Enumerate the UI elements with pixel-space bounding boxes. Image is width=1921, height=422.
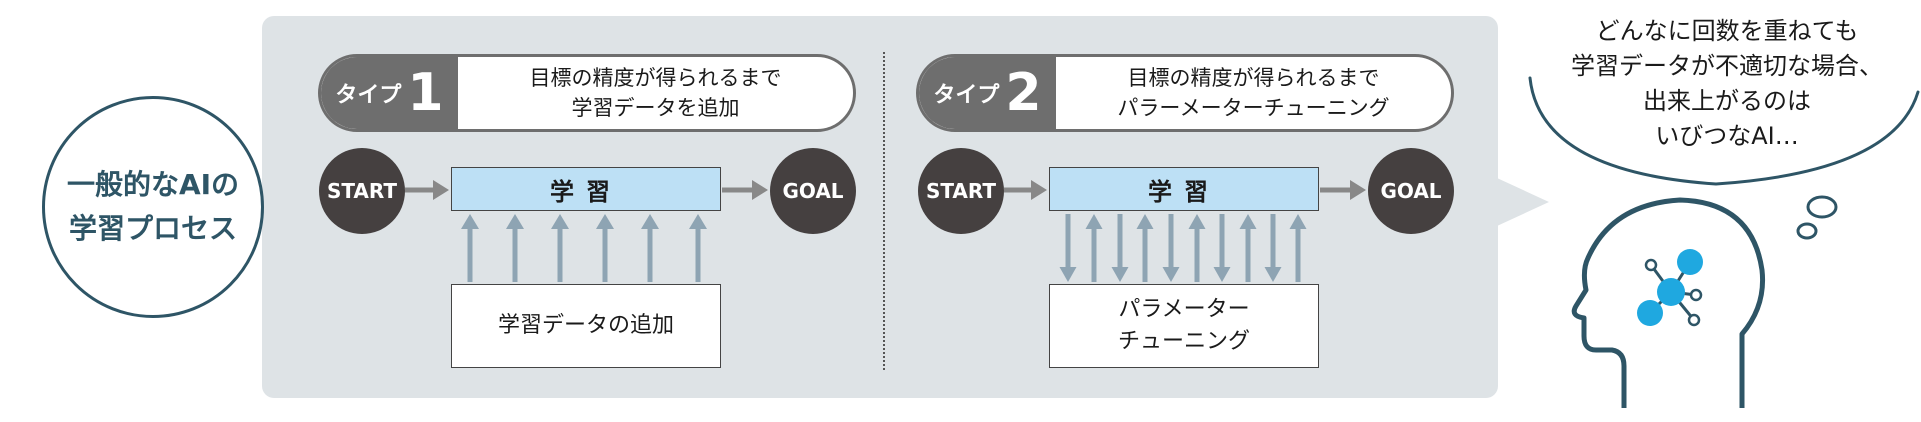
type2-description: 目標の精度が得られるまで パラーメーターチューニング: [1056, 57, 1451, 129]
type1-start-node: START: [319, 148, 405, 234]
type-divider: [883, 52, 885, 370]
type2-up-arrow-4: [1239, 214, 1257, 282]
thought-dot-small: [1796, 222, 1818, 240]
type2-up-arrow-2: [1136, 214, 1154, 282]
type2-learn-label: 学習: [1148, 177, 1220, 206]
thought-line1: どんなに回数を重ねても: [1595, 17, 1859, 45]
type2-tag-number: 2: [1005, 63, 1042, 123]
type2-tag-label: タイプ: [933, 83, 1000, 108]
thought-bubble-graphic: [1528, 76, 1920, 408]
type1-goal-node: GOAL: [770, 148, 856, 234]
type1-goal-arrow: [722, 180, 768, 200]
type1-goal-label: GOAL: [782, 179, 844, 203]
type2-down-arrow-4: [1213, 214, 1231, 282]
type2-down-arrow-3: [1162, 214, 1180, 282]
type2-goal-node: GOAL: [1368, 148, 1454, 234]
type2-source-line2: チューニング: [1117, 329, 1250, 354]
type1-up-arrow-3: [551, 214, 569, 282]
neural-network-icon: [1637, 249, 1703, 327]
type2-goal-label: GOAL: [1380, 179, 1442, 203]
type2-goal-arrow: [1320, 180, 1366, 200]
process-label-line2: 学習プロセス: [68, 212, 237, 245]
thought-line4: いびつなAI…: [1655, 122, 1799, 150]
type2-start-node: START: [918, 148, 1004, 234]
type1-up-arrow-2: [506, 214, 524, 282]
type2-tag: タイプ 2: [919, 57, 1056, 129]
thought-bubble-text: どんなに回数を重ねても 学習データが不適切な場合、 出来上がるのは いびつなAI…: [1546, 14, 1908, 154]
type2-up-arrow-5: [1289, 214, 1307, 282]
type1-description-line1: 目標の精度が得られるまで: [529, 66, 782, 90]
process-label-circle: 一般的なAIの 学習プロセス: [42, 96, 264, 318]
type1-learn-box: 学習: [451, 167, 721, 211]
type1-up-arrow-1: [461, 214, 479, 282]
type2-down-arrow-2: [1111, 214, 1129, 282]
type2-source-line1: パラメーター: [1118, 297, 1250, 322]
type2-description-line1: 目標の精度が得られるまで: [1127, 66, 1380, 90]
type1-learn-label: 学習: [550, 177, 622, 206]
type1-start-arrow: [405, 180, 449, 200]
type1-up-arrow-5: [641, 214, 659, 282]
type2-header: タイプ 2 目標の精度が得られるまで パラーメーターチューニング: [916, 54, 1454, 132]
type2-down-arrow-5: [1264, 214, 1282, 282]
type1-source-box: 学習データの追加: [451, 284, 721, 368]
type2-up-arrow-3: [1188, 214, 1206, 282]
type1-start-label: START: [326, 179, 398, 203]
type2-start-label: START: [925, 179, 997, 203]
type1-description: 目標の精度が得られるまで 学習データを追加: [458, 57, 853, 129]
thought-line2: 学習データが不適切な場合、: [1571, 52, 1883, 80]
panel-pointer: [1497, 178, 1549, 226]
thought-dot-large: [1806, 195, 1838, 219]
type1-up-arrow-4: [596, 214, 614, 282]
type2-description-line2: パラーメーターチューニング: [1117, 96, 1390, 120]
thought-line3: 出来上がるのは: [1643, 87, 1811, 115]
type2-start-arrow: [1004, 180, 1047, 200]
type1-tag-number: 1: [407, 63, 444, 123]
type1-tag: タイプ 1: [321, 57, 458, 129]
type2-up-arrow-1: [1085, 214, 1103, 282]
process-label-line1: 一般的なAIの: [66, 168, 240, 201]
type2-learn-box: 学習: [1049, 167, 1319, 211]
speech-bubble-outline: [1528, 76, 1920, 186]
type1-tag-label: タイプ: [335, 83, 402, 108]
type2-source-box: パラメーター チューニング: [1049, 284, 1319, 368]
type1-source-line1: 学習データの追加: [497, 313, 674, 338]
type1-description-line2: 学習データを追加: [571, 96, 740, 120]
type1-header: タイプ 1 目標の精度が得られるまで 学習データを追加: [318, 54, 856, 132]
type1-up-arrow-6: [689, 214, 707, 282]
type2-down-arrow-1: [1059, 214, 1077, 282]
